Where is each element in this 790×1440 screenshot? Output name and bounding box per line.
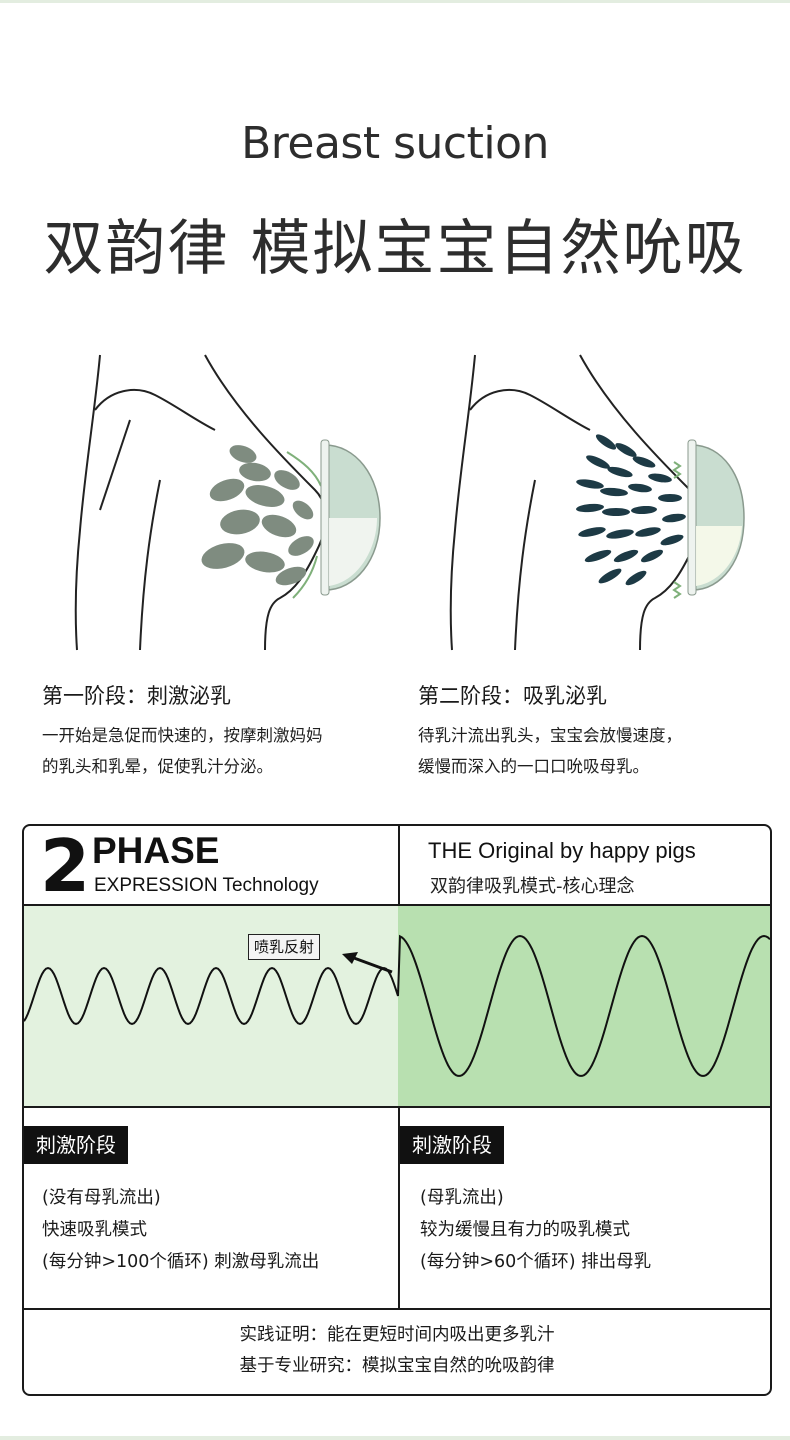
stage-left-line3: (每分钟>100个循环) 刺激母乳流出	[42, 1252, 320, 1272]
title-english: Breast suction	[241, 118, 549, 169]
stage-left-line1: (没有母乳流出)	[42, 1188, 161, 1208]
stage-details-left: (没有母乳流出) 快速吸乳模式 (每分钟>100个循环) 刺激母乳流出	[42, 1182, 392, 1278]
two-phase-card: 2 PHASE EXPRESSION Technology THE Origin…	[22, 824, 772, 1396]
divider	[398, 826, 400, 906]
title-chinese: 双韵律 模拟宝宝自然吮吸	[43, 214, 747, 284]
stage-right-line2: 较为缓慢且有力的吸乳模式	[420, 1220, 630, 1240]
stage-details-right: (母乳流出) 较为缓慢且有力的吸乳模式 (每分钟>60个循环) 排出母乳	[420, 1182, 770, 1278]
footer-line2: 基于专业研究：模拟宝宝自然的吮吸韵律	[239, 1356, 555, 1376]
divider	[24, 1308, 770, 1310]
wave-graphic	[24, 934, 770, 1077]
footer-line1: 实践证明：能在更短时间内吸出更多乳汁	[239, 1325, 555, 1345]
phase1-desc-line1: 一开始是急促而快速的，按摩刺激妈妈	[42, 726, 323, 745]
bottom-border	[0, 1436, 790, 1440]
breast-pump-illustration-phase2	[449, 354, 745, 651]
stage-tag-left: 刺激阶段	[24, 1126, 128, 1164]
stage-right-line1: (母乳流出)	[420, 1188, 504, 1208]
milk-ejection-reflex-label: 喷乳反射	[248, 934, 321, 960]
top-border	[0, 0, 790, 3]
reflex-arrow-shaft	[353, 956, 393, 974]
phase2-desc-line1: 待乳汁流出乳头，宝宝会放慢速度，	[418, 726, 682, 745]
phase1-desc-line2: 的乳头和乳晕，促使乳汁分泌。	[42, 757, 273, 776]
phase1-description: 第一阶段：刺激泌乳 一开始是急促而快速的，按摩刺激妈妈 的乳头和乳晕，促使乳汁分…	[42, 680, 392, 782]
phase2-desc-line2: 缓慢而深入的一口口吮吸母乳。	[418, 757, 649, 776]
phase-word: PHASE	[92, 830, 220, 871]
divider	[24, 1106, 770, 1108]
phase2-title: 第二阶段：吸乳泌乳	[418, 684, 607, 708]
phase2-description: 第二阶段：吸乳泌乳 待乳汁流出乳头，宝宝会放慢速度， 缓慢而深入的一口口吮吸母乳…	[418, 680, 768, 782]
original-english: THE Original by happy pigs	[428, 838, 696, 863]
stage-left-line2: 快速吸乳模式	[42, 1220, 147, 1240]
original-chinese: 双韵律吸乳模式-核心理念	[430, 876, 635, 897]
divider	[24, 904, 770, 906]
reflex-arrow-head	[342, 952, 358, 964]
suction-rhythm-wave: 喷乳反射	[24, 906, 770, 1106]
phase1-title: 第一阶段：刺激泌乳	[42, 684, 231, 708]
stage-right-line3: (每分钟>60个循环) 排出母乳	[420, 1252, 652, 1272]
stage-tag-right: 刺激阶段	[400, 1126, 504, 1164]
wave-line	[24, 934, 770, 1077]
phase-count: 2	[40, 824, 91, 908]
divider	[398, 1106, 400, 1310]
expression-technology-label: EXPRESSION Technology	[94, 875, 319, 896]
breast-pump-illustration-phase1	[74, 354, 381, 651]
card-footer: 实践证明：能在更短时间内吸出更多乳汁 基于专业研究：模拟宝宝自然的吮吸韵律	[24, 1320, 770, 1382]
